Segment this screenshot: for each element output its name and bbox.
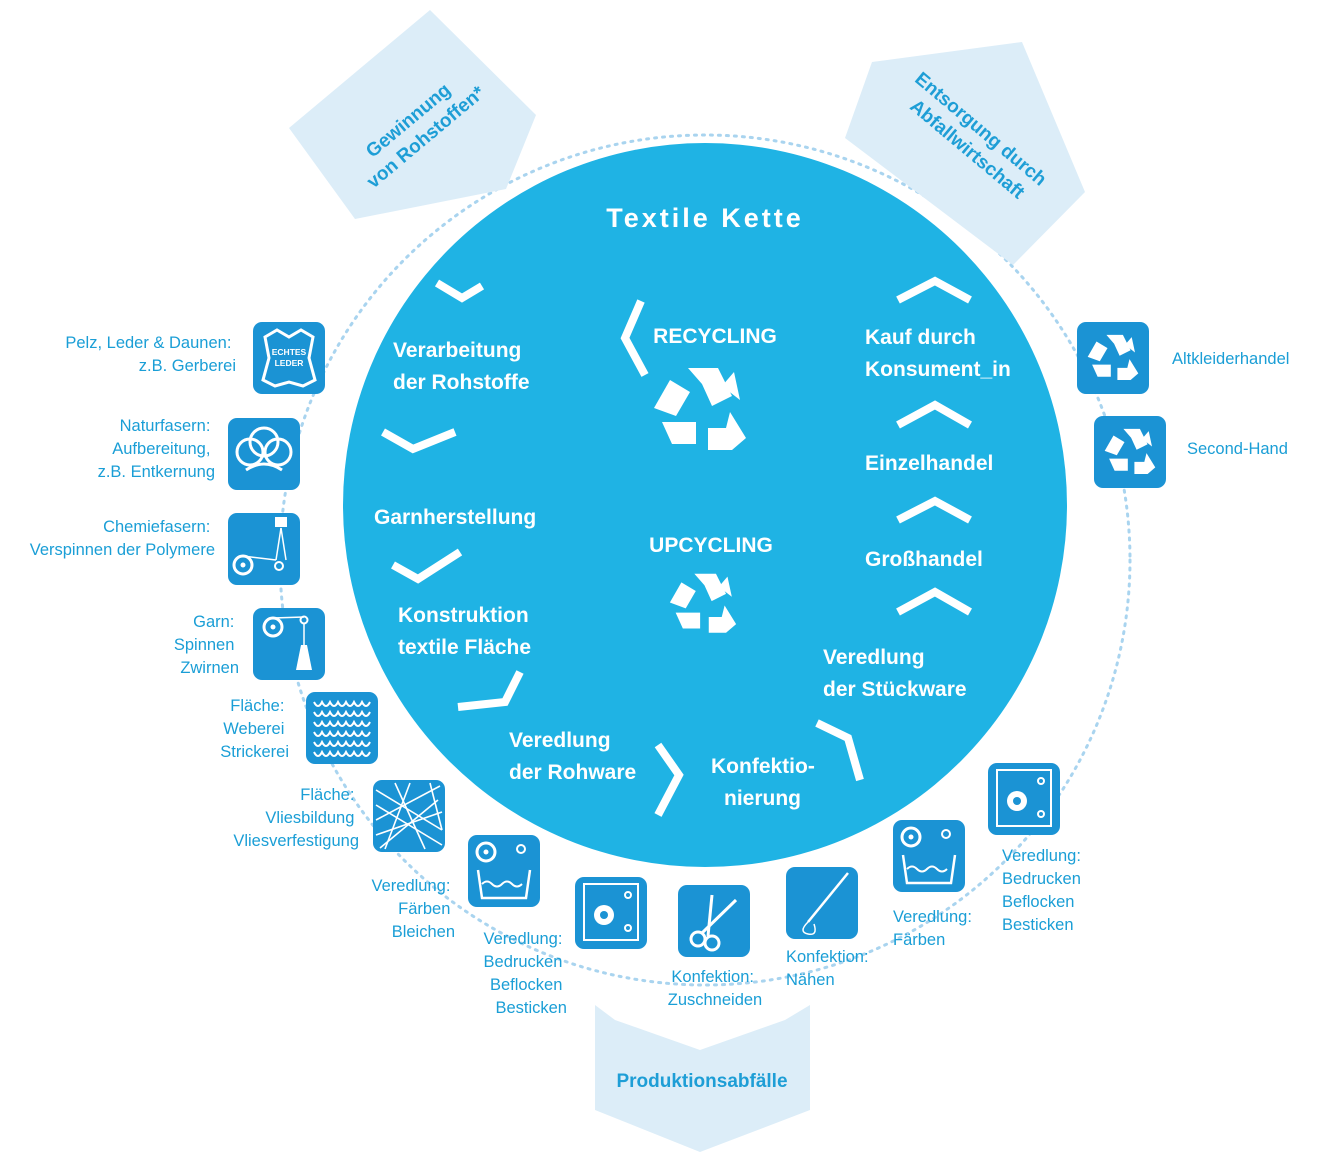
label-veredlung-bedrucken-1: Veredlung: Bedrucken Beflocken Besticken	[484, 930, 568, 1017]
label-second-hand: Second-Hand	[1187, 440, 1288, 458]
banner-entsorgung: Entsorgung durch Abfallwirtschaft	[845, 42, 1085, 265]
chevron-up-icon	[896, 496, 972, 524]
step-einzelhandel: Einzelhandel	[865, 452, 993, 475]
printing-machine-icon	[575, 877, 647, 949]
chevron-left-icon	[620, 299, 649, 377]
label-altkleiderhandel: Altkleiderhandel	[1172, 350, 1289, 368]
chevron-down-icon	[381, 428, 457, 454]
chevron-corner-icon	[457, 670, 524, 711]
spinneret-icon	[228, 513, 300, 585]
leather-icon: ECHTES LEDER	[253, 322, 325, 394]
label-chemiefasern: Chemiefasern: Verspinnen der Polymere	[30, 518, 215, 559]
nonwoven-fabric-icon	[373, 780, 445, 852]
step-kauf: Kauf durch Konsument_in	[865, 326, 1011, 381]
step-konfektionierung: Konfektio- nierung	[711, 755, 821, 810]
label-recycling: RECYCLING	[653, 325, 777, 348]
step-verarbeitung: Verarbeitung der Rohstoffe	[393, 339, 530, 394]
label-veredlung-bedrucken-2: Veredlung: Bedrucken Beflocken Besticken	[1002, 847, 1086, 934]
label-pelz: Pelz, Leder & Daunen: z.B. Gerberei	[65, 334, 236, 375]
main-circle	[343, 143, 1067, 867]
chevron-down-icon	[391, 548, 463, 584]
banner-produktionsabfaelle-label: Produktionsabfälle	[616, 1071, 787, 1092]
step-konstruktion: Konstruktion textile Fläche	[398, 604, 535, 659]
label-konfektion-naehen: Konfektion: Nähen	[786, 948, 873, 989]
chevron-corner-icon	[815, 719, 864, 782]
dyeing-machine-icon	[893, 820, 965, 892]
cotton-icon	[228, 418, 300, 490]
step-veredlung-stueckware: Veredlung der Stückware	[823, 646, 967, 701]
svg-text:LEDER: LEDER	[275, 358, 304, 368]
step-veredlung-rohware: Veredlung der Rohware	[509, 729, 636, 784]
scissors-icon	[678, 885, 750, 957]
label-veredlung-faerben: Veredlung: Färben	[893, 908, 977, 949]
yarn-spool-icon	[253, 608, 325, 680]
printing-machine-icon	[988, 763, 1060, 835]
label-naturfasern: Naturfasern: Aufbereitung, z.B. Entkernu…	[98, 417, 215, 481]
diagram-title: Textile Kette	[606, 203, 804, 233]
chevron-up-icon	[896, 587, 972, 616]
chevron-right-icon	[654, 742, 684, 817]
svg-text:ECHTES: ECHTES	[272, 347, 307, 357]
step-grosshandel: Großhandel	[865, 548, 983, 571]
dyeing-machine-icon	[468, 835, 540, 907]
chevrons	[381, 276, 972, 817]
chevron-down-icon	[434, 279, 485, 303]
label-garn: Garn: Spinnen Zwirnen	[174, 613, 239, 677]
banner-gewinnung: Gewinnung von Rohstoffen*	[289, 10, 536, 219]
banner-produktionsabfaelle: Produktionsabfälle	[595, 1005, 810, 1152]
step-garnherstellung: Garnherstellung	[374, 506, 536, 529]
label-upcycling: UPCYCLING	[649, 534, 773, 557]
recycle-icon	[1077, 322, 1149, 394]
label-flaeche-vlies: Fläche: Vliesbildung Vliesverfestigung	[233, 786, 359, 850]
recycle-icon	[1094, 416, 1166, 488]
knit-fabric-icon	[306, 692, 378, 764]
label-veredlung-faerben-bleichen: Veredlung: Färben Bleichen	[372, 877, 456, 941]
label-konfektion-zuschneiden: Konfektion: Zuschneiden	[668, 968, 762, 1009]
chevron-up-icon	[896, 400, 972, 429]
label-flaeche-weberei: Fläche: Weberei Strickerei	[220, 697, 289, 761]
sewing-needle-icon	[786, 867, 858, 939]
chevron-up-icon	[896, 276, 972, 304]
